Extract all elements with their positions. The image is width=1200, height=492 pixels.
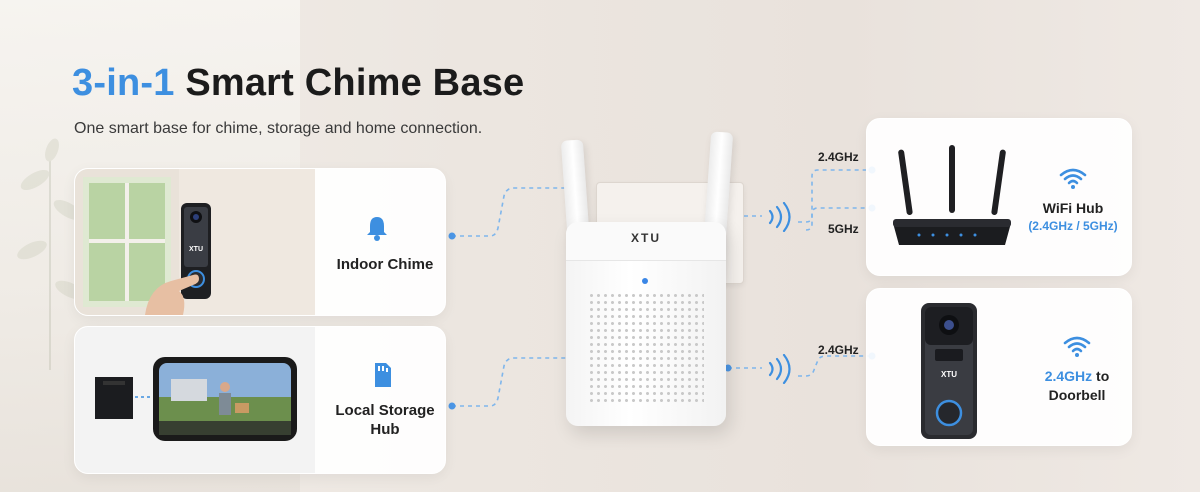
- doorbell-connection-line2: Doorbell: [1048, 387, 1106, 403]
- wifi-hub-bands: (2.4GHz / 5GHz): [1028, 219, 1118, 233]
- hub-status-led: [642, 278, 648, 284]
- hub-top-panel: [566, 222, 726, 261]
- phone-sd-card-photo: [75, 327, 315, 473]
- doorbell-connection-line1: 2.4GHz to: [1017, 367, 1131, 386]
- video-doorbell-image: XTU: [921, 303, 977, 439]
- sd-card-icon: [375, 363, 391, 387]
- doorbell-logo: XTU: [941, 370, 957, 379]
- svg-text:XTU: XTU: [189, 246, 203, 253]
- wifi-icon: [1059, 168, 1087, 189]
- background-plant: [17, 138, 85, 370]
- title-main: Smart Chime Base: [185, 62, 525, 104]
- doorbell-to-text: to: [1092, 368, 1110, 384]
- doorbell-press-photo: XTU: [75, 169, 315, 315]
- hub-logo: XTU: [631, 231, 661, 245]
- feature-card-indoor-chime: XTU Indoor Chime: [74, 168, 446, 316]
- local-storage-label-line2: Hub: [370, 421, 400, 438]
- page-subtitle: One smart base for chime, storage and ho…: [74, 120, 483, 137]
- band-label-doorbell: 2.4GHz: [818, 343, 859, 357]
- wifi-hub-label: WiFi Hub: [1042, 200, 1104, 216]
- wifi-icon: [1063, 336, 1091, 357]
- signal-waves-icon: [768, 354, 791, 384]
- feature-card-local-storage: Local Storage Hub: [74, 326, 446, 474]
- router-image: [893, 145, 1011, 245]
- local-storage-label: Local Storage Hub: [325, 401, 445, 439]
- bell-icon: [367, 217, 387, 241]
- indoor-chime-label: Indoor Chime: [336, 256, 434, 273]
- hub-speaker-grille: [588, 292, 704, 402]
- device-card-router: WiFi Hub (2.4GHz / 5GHz): [866, 118, 1132, 276]
- doorbell-band-accent: 2.4GHz: [1044, 368, 1093, 384]
- band-label-5ghz: 5GHz: [828, 222, 859, 236]
- signal-waves-icon: [768, 202, 791, 232]
- doorbell-connection-label: 2.4GHz to Doorbell: [1017, 367, 1131, 405]
- device-card-doorbell: XTU 2.4GHz to Doorbell: [866, 288, 1132, 446]
- title-accent: 3-in-1: [72, 62, 175, 104]
- band-label-24ghz: 2.4GHz: [818, 150, 859, 164]
- local-storage-label-line1: Local Storage: [335, 402, 435, 419]
- chime-base-device: XTU: [566, 222, 726, 426]
- page-title: 3-in-1 Smart Chime Base: [72, 62, 524, 105]
